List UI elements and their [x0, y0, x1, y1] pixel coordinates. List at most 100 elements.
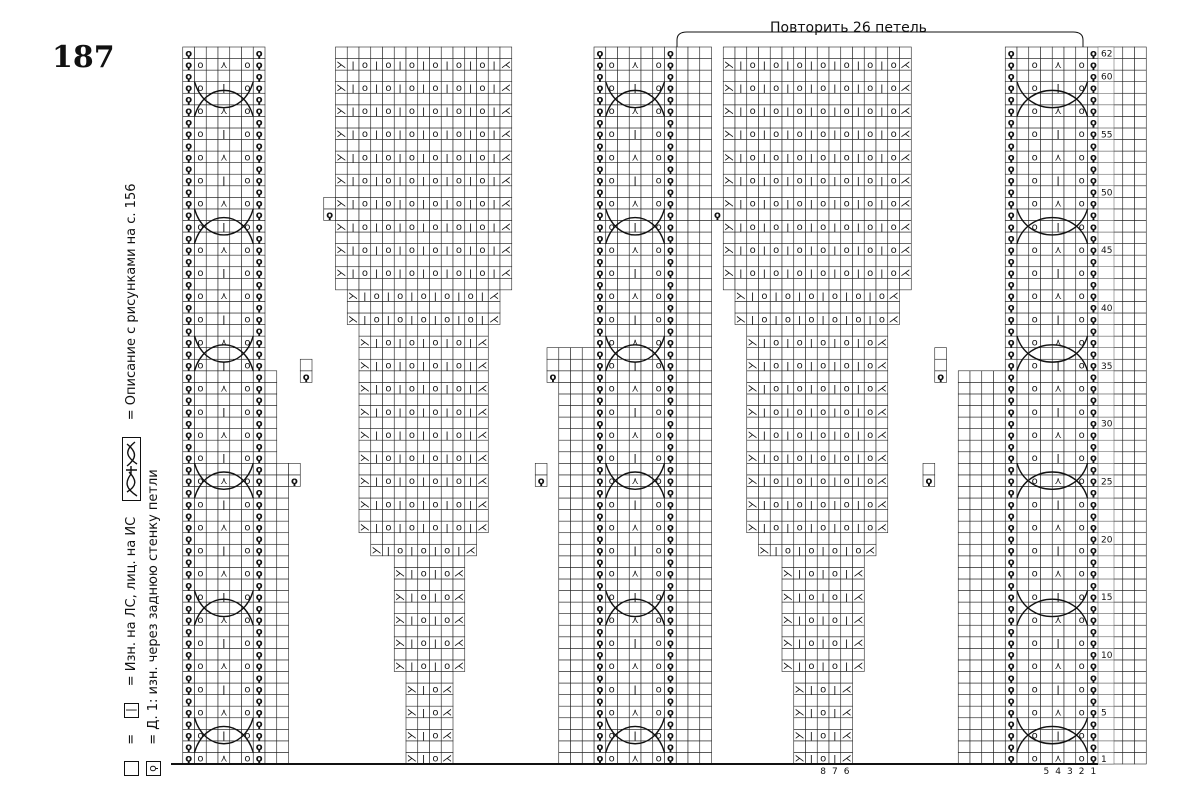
chart-cell: [828, 254, 842, 268]
chart-cell: [1028, 509, 1041, 522]
chart-cell: [617, 567, 630, 580]
purl-symbol: ǀ: [481, 315, 484, 325]
purl-symbol: ǀ: [834, 246, 837, 256]
twisted-purl-symbol: ϙ: [596, 268, 603, 279]
ssk-symbol: ⋋: [360, 337, 370, 348]
chart-cell: [476, 46, 489, 59]
chart-cell: [1122, 162, 1135, 175]
row-number-cell: [1097, 231, 1115, 244]
chart-cell: [746, 393, 759, 406]
purl-symbol: ǀ: [434, 616, 437, 626]
chart-cell: [1134, 254, 1147, 268]
twisted-purl-symbol: ϙ: [667, 175, 674, 186]
chart-cell: [241, 694, 254, 707]
chart-cell: [370, 301, 383, 314]
chart-cell: [558, 439, 571, 453]
chart-cell: [1063, 497, 1077, 510]
chart-cell: [229, 382, 242, 395]
purl-symbol: ǀ: [446, 246, 449, 256]
k3tog-symbol: ⋏: [1054, 430, 1061, 441]
chart-cell: [758, 532, 771, 545]
chart-cell: [1122, 601, 1135, 614]
ssk-symbol: ⋋: [360, 430, 370, 441]
chart-cell: [570, 578, 583, 591]
chart-cell: [1134, 451, 1147, 464]
chart-cell: [769, 347, 783, 360]
chart-cell: [699, 335, 712, 348]
twisted-purl-symbol: ϙ: [1090, 430, 1097, 441]
chart-cell: [687, 116, 701, 129]
chart-cell: [687, 150, 701, 163]
chart-cell: [405, 463, 419, 476]
chart-cell: [405, 486, 419, 499]
chart-cell: [699, 92, 712, 106]
chart-cell: [781, 231, 795, 244]
yarn-over-symbol: o: [867, 337, 873, 348]
chart-cell: [675, 659, 689, 672]
yarn-over-symbol: o: [891, 222, 897, 233]
chart-cell: [640, 648, 654, 661]
row-number-cell: [1097, 289, 1115, 302]
twisted-purl-symbol: ϙ: [185, 395, 192, 406]
twisted-purl-symbol: ϙ: [256, 83, 263, 94]
chart-cell: [217, 486, 231, 499]
yarn-over-symbol: o: [750, 245, 756, 256]
chart-cell: [558, 717, 571, 730]
chart-cell: [675, 520, 689, 534]
twisted-purl-symbol: ϙ: [596, 627, 603, 638]
purl-symbol: ǀ: [352, 84, 355, 94]
yarn-over-symbol: o: [609, 60, 615, 71]
chart-cell: [640, 752, 654, 765]
purl-symbol: ǀ: [446, 385, 449, 395]
chart-cell: [464, 116, 477, 129]
chart-cell: [405, 301, 419, 314]
twisted-purl-symbol: ϙ: [667, 499, 674, 510]
twisted-purl-symbol: ϙ: [1090, 603, 1097, 614]
chart-cell: [699, 729, 712, 742]
purl-symbol: ǀ: [834, 61, 837, 71]
chart-cell: [241, 139, 254, 152]
twisted-purl-symbol: ϙ: [596, 129, 603, 140]
purl-symbol: ǀ: [375, 454, 378, 464]
purl-symbol: ǀ: [634, 546, 637, 557]
chart-cell: [652, 185, 665, 198]
twisted-purl-symbol: ϙ: [1090, 476, 1097, 487]
chart-cell: [699, 601, 712, 614]
chart-cell: [675, 532, 689, 545]
chart-cell: [1063, 312, 1077, 325]
chart-cell: [1063, 254, 1077, 268]
chart-cell: [1051, 301, 1065, 314]
chart-cell: [1122, 370, 1135, 383]
chart-cell: [805, 624, 818, 638]
chart-cell: [617, 532, 630, 545]
chart-cell: [570, 370, 583, 383]
chart-cell: [241, 532, 254, 545]
yarn-over-symbol: o: [773, 245, 779, 256]
yarn-over-symbol: o: [761, 314, 767, 325]
twisted-purl-symbol: ϙ: [596, 557, 603, 568]
chart-cell: [1028, 231, 1041, 244]
chart-cell: [828, 324, 842, 337]
purl-symbol: ǀ: [834, 685, 837, 695]
chart-cell: [687, 312, 701, 325]
chart-cell: [229, 116, 242, 129]
twisted-purl-symbol: ϙ: [667, 384, 674, 395]
chart-cell: [887, 162, 900, 175]
twisted-purl-symbol: ϙ: [1008, 592, 1015, 603]
chart-cell: [1016, 243, 1030, 256]
chart-cell: [264, 509, 278, 522]
purl-symbol: ǀ: [222, 222, 225, 233]
purl-symbol: ǀ: [422, 685, 425, 695]
purl-symbol: ǀ: [446, 408, 449, 418]
purl-symbol: ǀ: [740, 84, 743, 94]
purl-symbol: ǀ: [634, 407, 637, 418]
yarn-over-symbol: o: [479, 106, 485, 117]
chart-cell: [1051, 694, 1065, 707]
yarn-over-symbol: o: [1032, 430, 1038, 441]
chart-cell: [887, 231, 900, 244]
twisted-purl-symbol: ϙ: [596, 118, 603, 129]
chart-cell: [1063, 451, 1077, 464]
chart-cell: [1063, 520, 1077, 534]
chart-cell: [405, 231, 419, 244]
chart-cell: [1040, 648, 1053, 661]
